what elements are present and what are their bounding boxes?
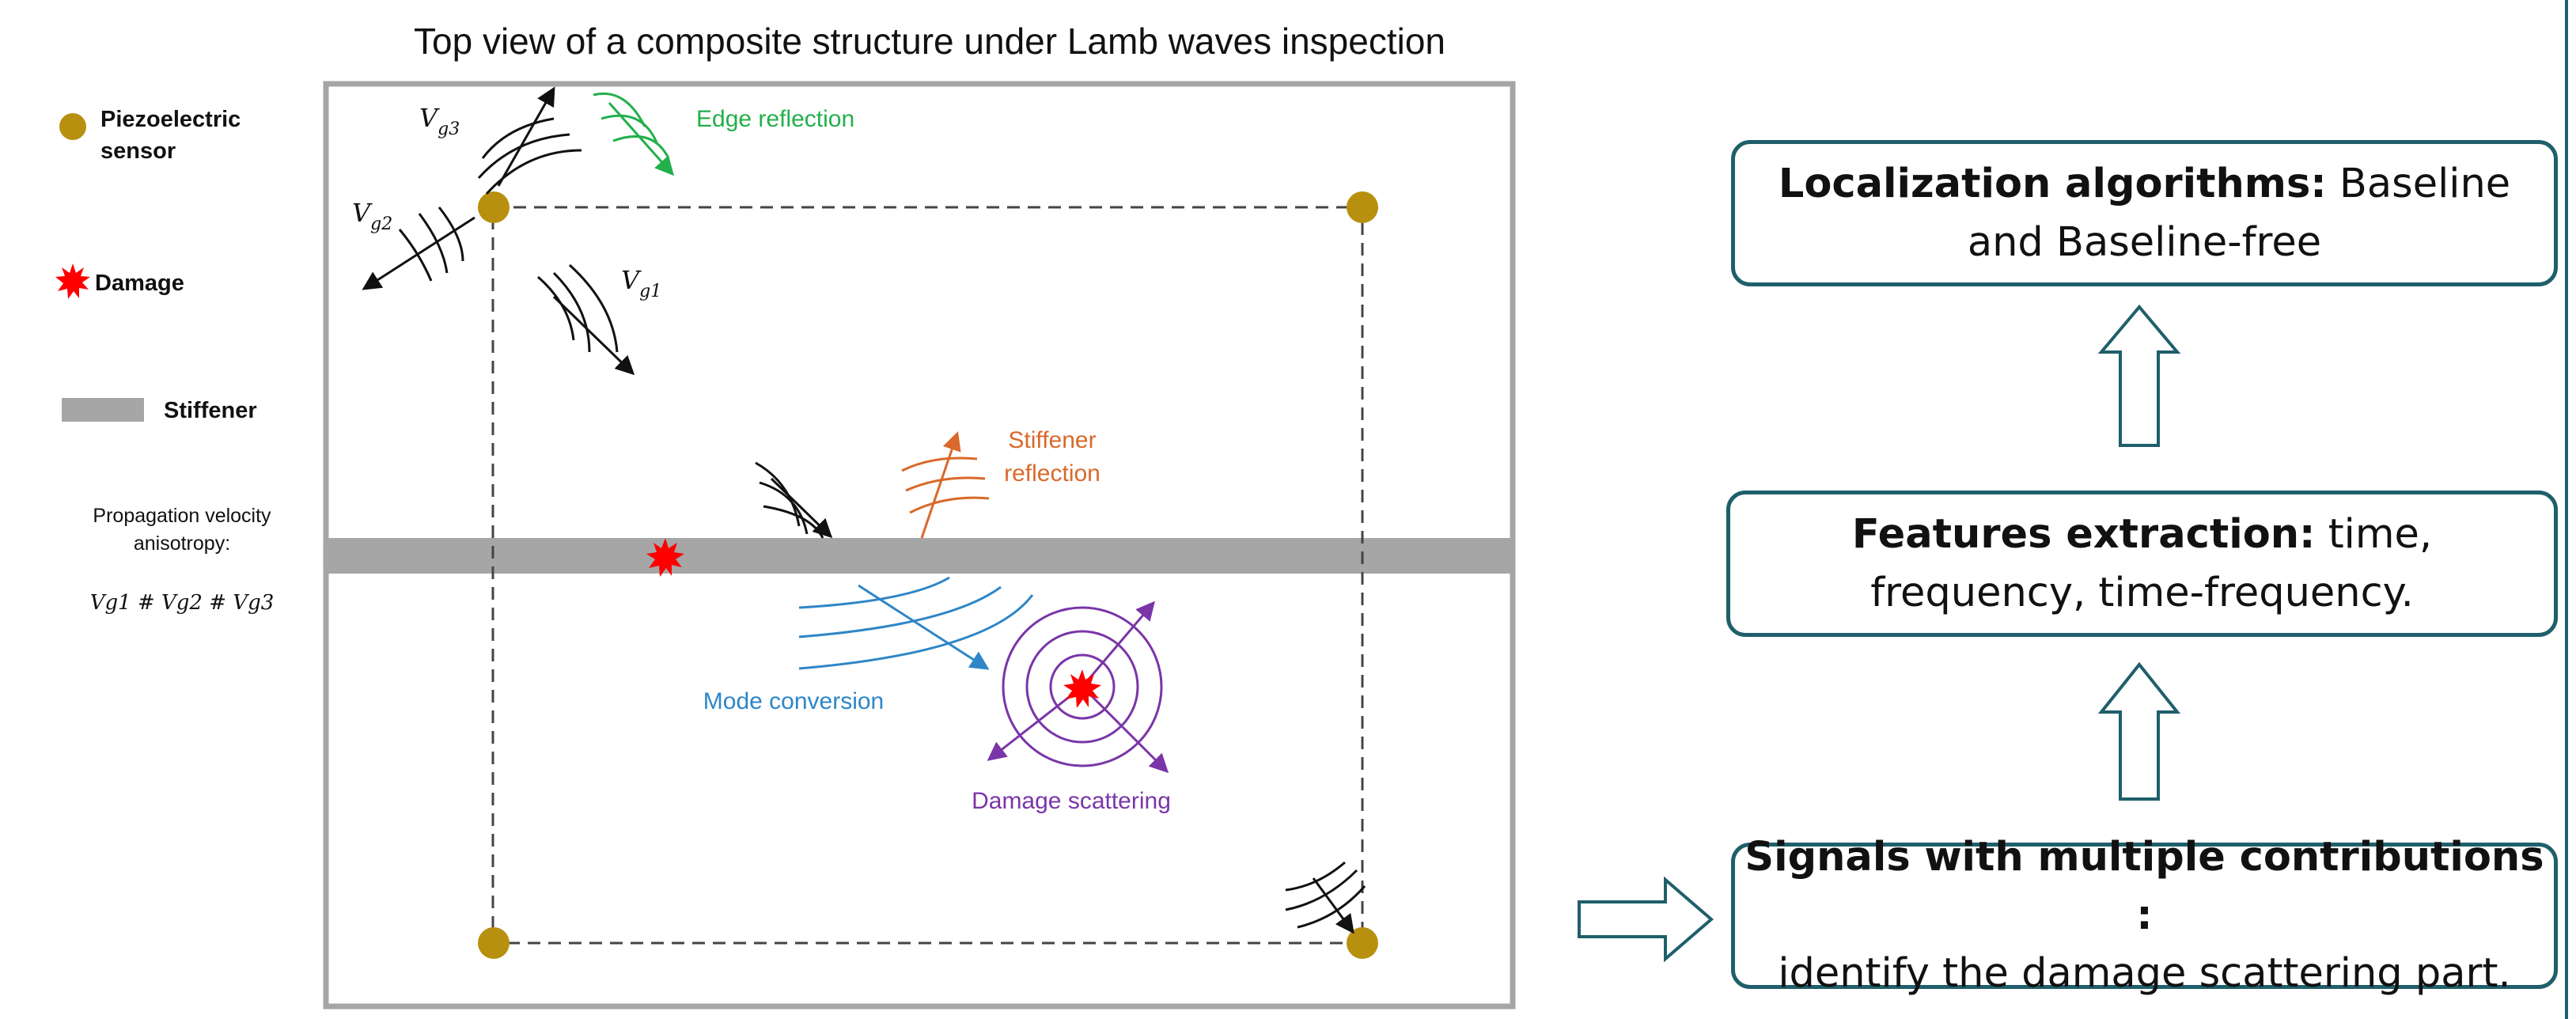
velocity-label-g1: Vg1 xyxy=(621,265,661,301)
stiffener-bar xyxy=(326,538,1513,574)
sensor-top-left xyxy=(478,191,510,223)
edge-reflection-label: Edge reflection xyxy=(696,106,854,132)
sensor-network-path xyxy=(491,206,1364,945)
legend-sensor-icon xyxy=(59,113,86,140)
wave-g1 xyxy=(537,263,635,376)
localization-line-2: and Baseline-free xyxy=(1967,218,2322,266)
legend-sensor-label-2: sensor xyxy=(100,138,176,164)
legend-stiffener-label: Stiffener xyxy=(164,398,257,423)
stiffener-reflection-wave xyxy=(901,431,990,539)
wave-g3 xyxy=(477,86,582,195)
stiffener-reflection-label-1: Stiffener xyxy=(1008,427,1096,453)
signals-box: Signals with multiple contributions : id… xyxy=(1731,834,2558,997)
up-arrow-upper xyxy=(2097,304,2181,447)
anisotropy-label-2: anisotropy: xyxy=(134,532,230,555)
anisotropy-label-1: Propagation velocity xyxy=(93,505,271,527)
features-line-2: frequency, time-frequency. xyxy=(1870,569,2414,616)
features-box: Features extraction: time, frequency, ti… xyxy=(1726,491,2558,637)
damage-scattering-source xyxy=(1063,669,1101,708)
mode-conversion-label: Mode conversion xyxy=(703,688,884,714)
sensor-incoming-wave xyxy=(1285,861,1366,934)
sensor-bottom-left xyxy=(478,927,510,959)
legend-stiffener-icon xyxy=(62,398,144,422)
stiffener-reflection-label-2: reflection xyxy=(1004,460,1100,487)
velocity-label-g3: Vg3 xyxy=(419,103,460,139)
legend-sensor-label-1: Piezoelectric xyxy=(100,107,241,132)
legend-damage-label: Damage xyxy=(95,271,184,296)
signals-line-1: Signals with multiple contributions : xyxy=(1744,833,2544,939)
up-arrow-lower xyxy=(2097,661,2181,801)
signals-line-2: identify the damage scattering part. xyxy=(1778,950,2511,998)
sensor-top-right xyxy=(1347,191,1378,223)
damage-scattering-label: Damage scattering xyxy=(972,788,1171,814)
anisotropy-formula: Vg1 # Vg2 # Vg3 xyxy=(90,591,275,615)
legend-damage-icon xyxy=(55,263,90,299)
features-line-1: Features extraction: time, xyxy=(1851,510,2433,558)
damage-on-stiffener xyxy=(646,538,684,577)
localization-box: Localization algorithms: Baseline and Ba… xyxy=(1731,140,2558,286)
velocity-label-g2: Vg2 xyxy=(352,198,392,234)
diagram-title: Top view of a composite structure under … xyxy=(414,21,1445,62)
mode-conversion-wave xyxy=(798,576,1034,670)
stiffener-incident-wave xyxy=(755,461,833,539)
localization-line-1: Localization algorithms: Baseline xyxy=(1778,160,2511,207)
edge-reflection-wave xyxy=(593,92,674,176)
sensor-bottom-right xyxy=(1347,927,1378,959)
wave-g2 xyxy=(362,206,475,290)
input-arrow xyxy=(1578,876,1714,963)
